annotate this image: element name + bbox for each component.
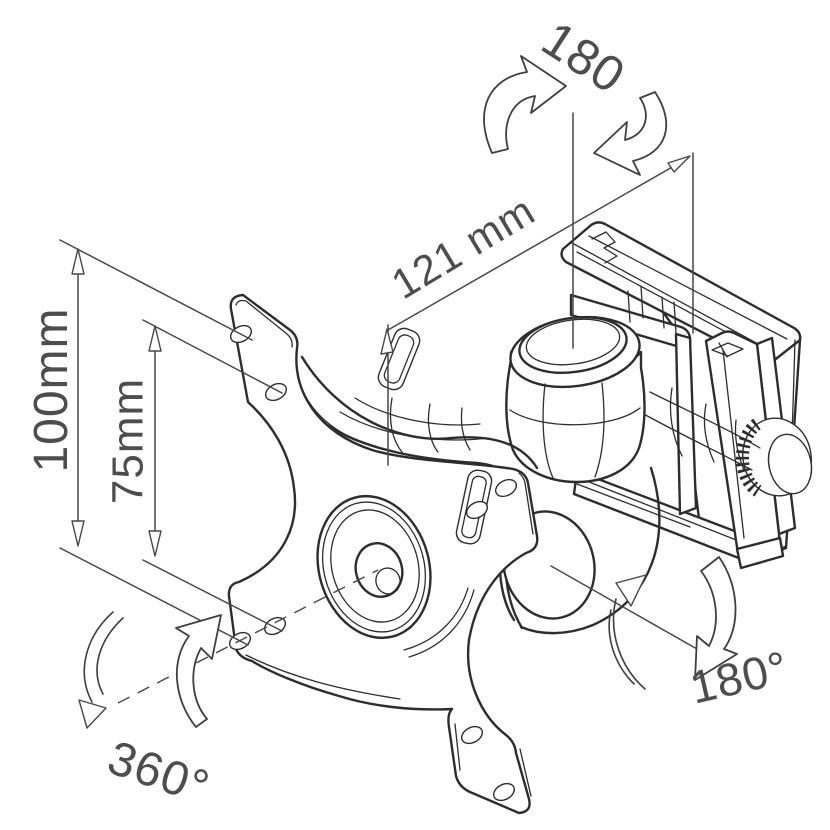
rail-top-clip [711,342,744,358]
boss-outer-ring [316,494,432,640]
swivel-cylinder [505,315,646,484]
bracket-top-channel [560,221,802,365]
rotation-arrow-bottom-right [694,556,738,681]
rail-foot [735,536,785,570]
arrowhead [380,328,394,355]
arrowhead [667,155,691,173]
plate-thickness-lines [235,299,534,797]
vesa-hole [460,725,484,745]
arrowhead [71,248,85,275]
hook-slot-inner [383,334,415,384]
rotation-arrow-top-left [483,55,567,154]
boss-hole [354,542,404,598]
vesa-hole [465,500,489,520]
vesa-hole [492,782,516,802]
tension-knob [736,417,813,497]
label-rotation-360: 360° [101,731,216,815]
label-vesa-100mm: 100mm [25,307,78,472]
rotation-arrow-bottom-left [175,614,222,728]
boss-middle-ring [330,509,420,623]
surface-contour-grid-right [639,387,761,471]
bottom-bar-groove [583,479,755,548]
rotation-arc-head [78,699,107,729]
extension-lines-100mm [59,239,253,646]
boss-emboss-ridge [403,587,475,658]
clamp-hinge-lines [627,285,677,334]
label-vesa-75mm: 75mm [103,378,152,504]
center-axis-dashed [117,569,379,704]
hook-slot [377,327,421,391]
rotation-arrow-top-right [593,91,668,176]
swivel-axis-line [550,565,698,650]
clamp-frame [569,285,698,528]
label-depth-121mm: 121 mm [383,186,542,308]
vesa-center-boss [316,494,475,658]
wall-bracket [560,221,813,570]
dimension-lines [59,112,698,704]
arm-upper-edge [300,355,539,470]
vesa-hole [494,478,518,498]
arrowhead [148,530,162,557]
cylinder-meridians [509,382,641,479]
rotation-arc-head [615,574,647,607]
dimension-121mm [380,152,694,466]
arrowhead [71,520,85,547]
arrowhead [148,325,162,352]
knob-face [767,433,813,495]
rotation-arrows [78,55,738,729]
knob-knurling [736,418,763,497]
surface-contour-grid-left [339,397,489,453]
vesa-plate [227,293,539,815]
vesa-mounting-holes [228,324,518,802]
rotation-arc-bottom-left [83,611,124,703]
vesa-plate-outline [227,293,539,815]
clamp-right-post [674,332,698,516]
extension-lines-75mm [142,319,283,632]
channel-latch [591,231,618,264]
cylinder-top-inner-ring [525,318,621,366]
dimension-100mm [71,248,85,547]
boss-outer-ring-inner-line [321,501,427,633]
rotation-arc-bottom-right [608,598,646,690]
boss-through-hole [375,567,401,595]
dimension-75mm [148,325,162,557]
clamp-bottom-edge [576,483,691,528]
rail-groove [722,349,745,539]
